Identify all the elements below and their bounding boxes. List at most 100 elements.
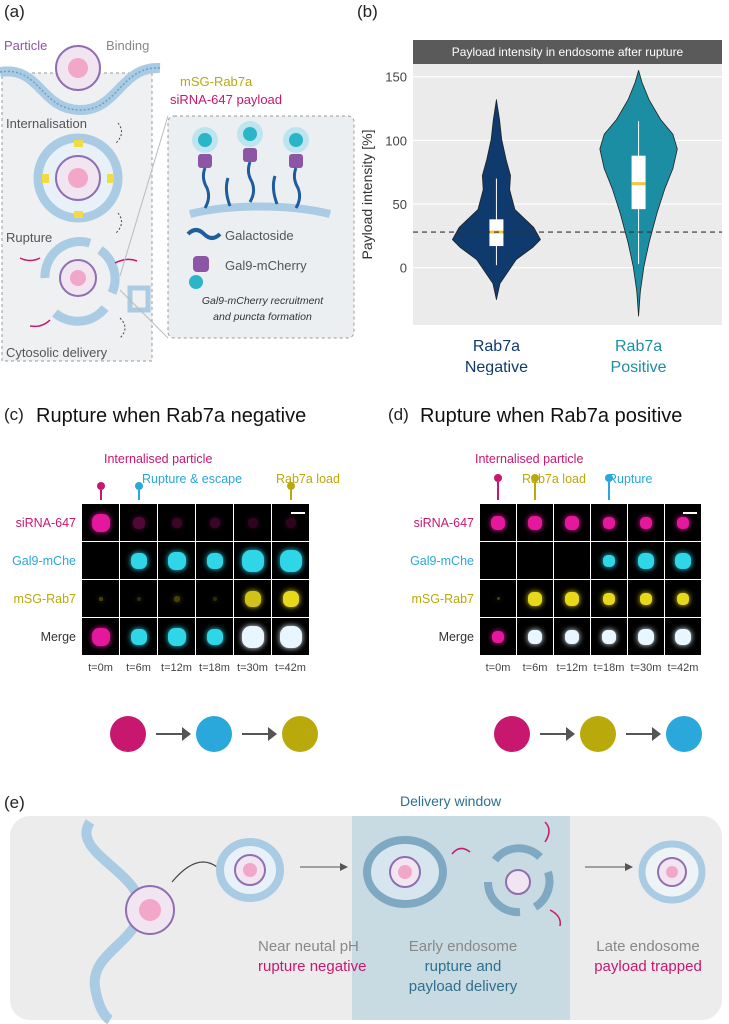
signal-spot xyxy=(130,628,147,645)
image-cell-0-0 xyxy=(82,504,119,541)
gal9-label: Gal9-mCherry xyxy=(225,258,307,273)
image-cell-1-0 xyxy=(82,542,119,579)
image-cell-1-4 xyxy=(234,542,271,579)
legend-sirna: siRNA-647 payload xyxy=(170,92,283,107)
inset-caption-line2: and puncta formation xyxy=(213,311,312,323)
row-label-0: siRNA-647 xyxy=(413,516,474,530)
category-label-1-0: Rab7a xyxy=(615,338,662,355)
panel-d-title: Rupture when Rab7a positive xyxy=(420,405,683,427)
time-label-5: t=42m xyxy=(275,662,306,674)
row-label-0: siRNA-647 xyxy=(15,516,76,530)
event-label-0: Internalised particle xyxy=(475,452,584,466)
sequence-arrow-0 xyxy=(540,733,570,735)
stage1-line2: rupture negative xyxy=(258,958,367,975)
event-label-2: Rab7a load xyxy=(276,472,340,486)
plasma-membrane xyxy=(81,819,146,1024)
event-stem-1 xyxy=(534,482,536,500)
late-endosome xyxy=(638,840,706,904)
signal-spot xyxy=(244,590,261,607)
event-stem-1 xyxy=(137,490,140,500)
signal-spot xyxy=(565,591,579,606)
sequence-arrow-1 xyxy=(242,733,272,735)
image-cell-3-3 xyxy=(591,618,627,655)
image-cell-3-1 xyxy=(120,618,157,655)
signal-spot xyxy=(638,552,654,569)
event-label-0: Internalised particle xyxy=(104,452,213,466)
signal-spot xyxy=(677,592,689,605)
plot-background xyxy=(413,64,722,325)
panel-a-illustration xyxy=(0,45,355,362)
image-cell-1-1 xyxy=(517,542,553,579)
row-label-1: Gal9-mChe xyxy=(12,554,76,568)
galactoside-label: Galactoside xyxy=(225,228,294,243)
image-cell-3-3 xyxy=(196,618,233,655)
signal-spot xyxy=(565,515,579,530)
y-tick-100: 100 xyxy=(385,133,407,148)
title-strip xyxy=(413,40,722,64)
y-tick-50: 50 xyxy=(393,197,407,212)
rupture-label: Rupture xyxy=(6,230,53,245)
panel-c-title: Rupture when Rab7a negative xyxy=(36,405,307,427)
stage1-line1: Near neutal pH xyxy=(258,938,359,955)
signal-spot xyxy=(209,517,220,528)
image-cell-0-2 xyxy=(158,504,195,541)
signal-spot xyxy=(675,628,691,645)
signal-spot xyxy=(173,595,180,602)
signal-spot xyxy=(167,627,186,646)
scale-bar xyxy=(291,512,305,514)
image-cell-0-4 xyxy=(234,504,271,541)
image-cell-2-4 xyxy=(234,580,271,617)
time-label-4: t=30m xyxy=(630,662,662,674)
signal-spot xyxy=(677,516,689,529)
signal-spot xyxy=(496,597,500,600)
signal-spot xyxy=(132,516,145,529)
internalisation-label: Internalisation xyxy=(6,116,87,131)
sequence-circle-2 xyxy=(666,716,702,752)
event-pin-1 xyxy=(134,482,143,490)
image-cell-1-5 xyxy=(272,542,309,579)
event-stem-2 xyxy=(289,490,292,500)
image-cell-1-2 xyxy=(554,542,590,579)
time-label-2: t=12m xyxy=(161,662,192,674)
signal-spot xyxy=(491,515,505,530)
sequence-circle-0 xyxy=(494,716,530,752)
signal-spot xyxy=(206,552,223,569)
stage3-line1: Late endosome xyxy=(596,938,700,955)
stage2-line3: payload delivery xyxy=(408,978,518,995)
signal-spot xyxy=(675,552,691,569)
signal-spot xyxy=(602,629,616,644)
image-cell-1-2 xyxy=(158,542,195,579)
event-stem-0 xyxy=(99,490,102,500)
signal-spot xyxy=(603,516,615,529)
panel-b-label: (b) xyxy=(357,2,378,21)
inset-membrane xyxy=(189,202,331,218)
event-pin-1 xyxy=(531,474,539,482)
signal-spot xyxy=(565,629,579,644)
panel-d-label: (d) xyxy=(388,405,409,424)
inset-caption-line1: Gal9-mCherry recruitment xyxy=(201,295,324,307)
panel-c-label: (c) xyxy=(4,405,24,424)
time-label-0: t=0m xyxy=(88,662,113,674)
image-cell-1-3 xyxy=(196,542,233,579)
y-tick-150: 150 xyxy=(385,70,407,85)
binding-label: Binding xyxy=(106,38,150,53)
stage2-line1: Early endosome xyxy=(408,938,518,955)
row-label-2: mSG-Rab7 xyxy=(13,592,76,606)
gal9-mcherry-icon xyxy=(189,256,209,289)
time-label-3: t=18m xyxy=(593,662,625,674)
signal-spot xyxy=(136,596,141,601)
chart-title: Payload intensity in endosome after rupt… xyxy=(452,45,684,59)
signal-spot xyxy=(638,628,654,645)
delivery-window-label: Delivery window xyxy=(400,793,502,809)
image-cell-0-1 xyxy=(120,504,157,541)
signal-spot xyxy=(285,517,296,528)
image-cell-0-3 xyxy=(591,504,627,541)
time-label-5: t=42m xyxy=(667,662,699,674)
panel-e-label: (e) xyxy=(4,793,25,812)
image-cell-1-5 xyxy=(665,542,701,579)
gal9-proteins xyxy=(192,121,309,209)
row-label-3: Merge xyxy=(438,630,474,644)
y-tick-0: 0 xyxy=(400,261,407,276)
